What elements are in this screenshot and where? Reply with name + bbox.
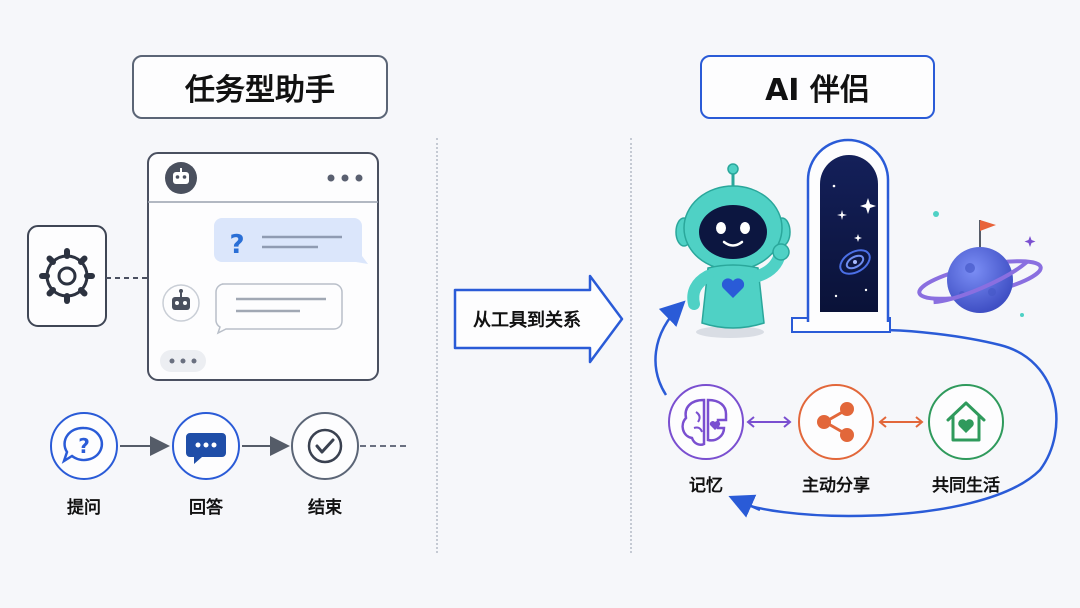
settings-box <box>27 225 107 327</box>
step-ask-label: 提问 <box>67 498 101 518</box>
gear-icon <box>39 248 95 304</box>
portal-doorway <box>791 138 891 333</box>
share-icon <box>817 402 854 442</box>
window-menu-dots-icon[interactable] <box>327 174 363 182</box>
transition-arrow <box>453 274 624 364</box>
stage-memory <box>668 384 744 460</box>
journey-loop <box>732 328 1058 518</box>
typing-indicator <box>160 350 206 372</box>
step-ask <box>50 412 118 480</box>
journey-arrow-back <box>728 494 761 518</box>
divider-left <box>436 138 438 553</box>
bot-reply-avatar-icon <box>162 284 200 322</box>
stage-life-label: 共同生活 <box>932 476 1000 496</box>
bot-avatar-icon <box>165 162 197 194</box>
brain-heart-icon <box>681 398 728 446</box>
stage-share-label: 主动分享 <box>802 476 870 496</box>
step-end-label: 结束 <box>308 498 342 518</box>
transition-label: 从工具到关系 <box>473 310 581 331</box>
stage-share <box>798 384 874 460</box>
step-end <box>291 412 359 480</box>
companion-robot <box>675 163 791 338</box>
left-title: 任务型助手 <box>132 55 388 119</box>
planet-icon <box>917 211 1043 317</box>
svg-text:?: ? <box>78 434 90 458</box>
bot-reply-bubble <box>215 283 343 335</box>
check-circle-icon <box>307 428 343 464</box>
user-message-bubble <box>214 218 368 264</box>
divider-right <box>630 138 632 553</box>
right-title: AI 伴侣 <box>700 55 935 119</box>
chat-dots-icon <box>186 433 226 464</box>
step-answer-label: 回答 <box>189 498 223 518</box>
journey-arrow-up <box>654 300 686 396</box>
question-bubble-icon: ? <box>61 426 104 464</box>
home-heart-icon <box>946 401 986 442</box>
stage-memory-label: 记忆 <box>689 476 723 496</box>
question-mark-text: ? <box>229 230 244 260</box>
